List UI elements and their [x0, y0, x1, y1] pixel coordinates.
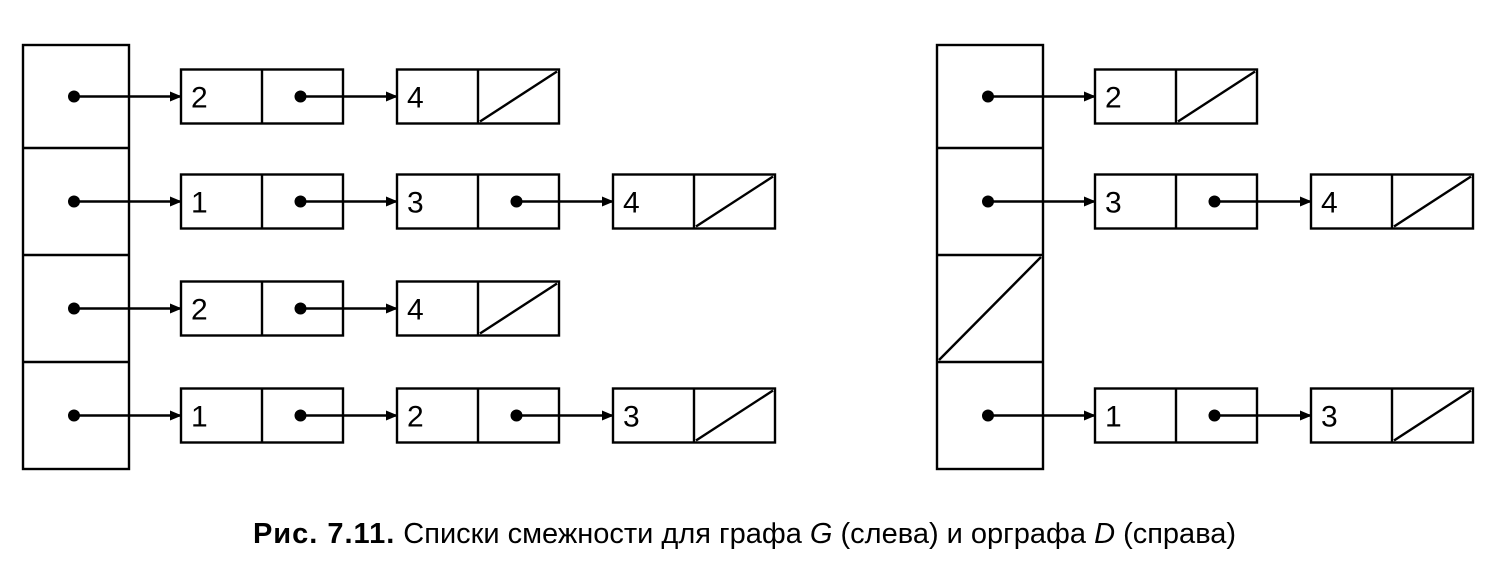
caption-digraph-symbol: D	[1094, 518, 1116, 550]
left-node-value: 2	[407, 401, 424, 434]
left-node-value: 4	[623, 187, 640, 220]
caption-label: Рис. 7.11.	[252, 518, 396, 550]
left-nil-slash	[695, 175, 774, 228]
digraph-d-adjacency-lists: 2 3 4 1 3	[935, 43, 1475, 471]
right-nil-slash	[1393, 389, 1472, 442]
left-nil-slash	[479, 282, 558, 335]
right-node-value: 3	[1321, 401, 1338, 434]
right-nil-slash	[1177, 70, 1256, 123]
left-nil-slash	[695, 389, 774, 442]
left-node-value: 2	[191, 294, 208, 327]
caption-text-2: (слева) и орграфа	[832, 518, 1095, 550]
left-node-value: 3	[407, 187, 424, 220]
right-node-value: 2	[1105, 82, 1122, 115]
left-node-value: 3	[623, 401, 640, 434]
left-head-array	[21, 43, 131, 471]
right-head-array	[935, 43, 1045, 471]
left-node-value: 1	[191, 187, 208, 220]
left-node-value: 1	[191, 401, 208, 434]
caption-graph-symbol: G	[809, 518, 833, 550]
caption-text-3: (справа)	[1115, 518, 1237, 550]
right-nil-pointer-3	[938, 256, 1042, 361]
left-node-value: 4	[407, 294, 424, 327]
right-node-value: 1	[1105, 401, 1122, 434]
graph-g-adjacency-lists: 2 4 1 3 4 2 4 1 2 3	[21, 43, 777, 471]
left-node-value: 4	[407, 82, 424, 115]
right-node-value: 4	[1321, 187, 1338, 220]
figure-caption: Рис. 7.11. Списки смежности для графа G …	[0, 518, 1489, 551]
caption-text-1: Списки смежности для графа	[395, 518, 810, 550]
left-nil-slash	[479, 70, 558, 123]
left-node-value: 2	[191, 82, 208, 115]
right-node-value: 3	[1105, 187, 1122, 220]
right-nil-slash	[1393, 175, 1472, 228]
